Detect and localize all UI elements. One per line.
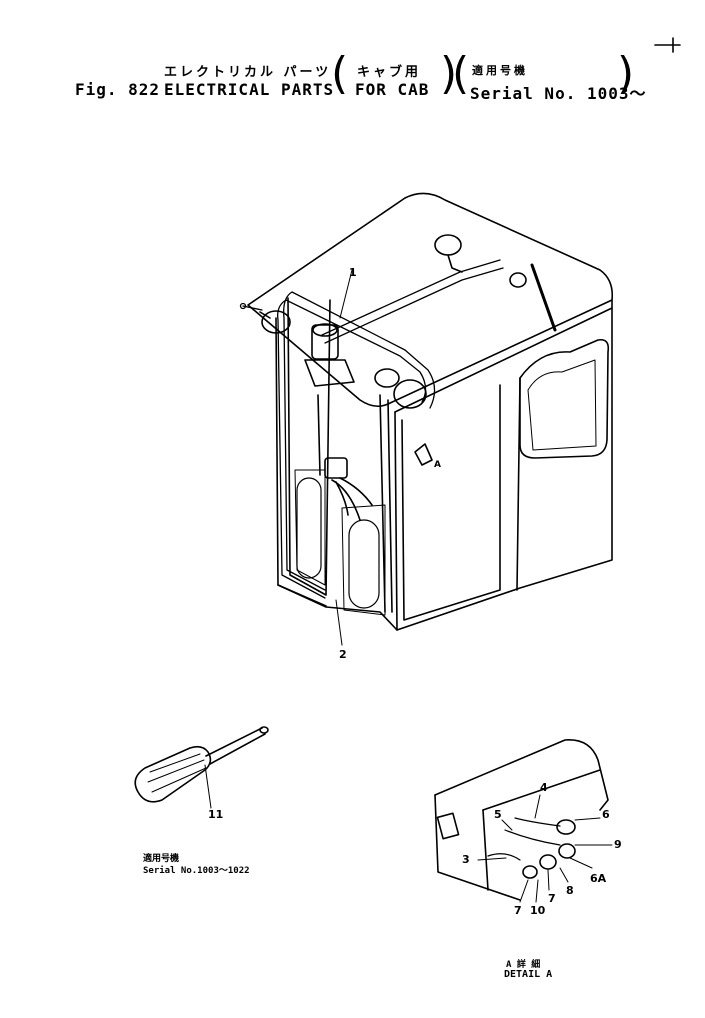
paren-open-cab: ( <box>331 48 349 99</box>
paren-open-serial: ( <box>452 48 470 99</box>
callout-view-a: A <box>434 460 441 470</box>
title-en-main: ELECTRICAL PARTS <box>164 80 335 99</box>
title-en-serial: Serial No. 1003～ <box>470 84 647 103</box>
callout-11: 11 <box>208 808 224 821</box>
fig-number: Fig. 822 <box>75 80 161 99</box>
title-jp-serial: 適用号機 <box>472 64 528 77</box>
callout-7-right: 7 <box>548 892 556 905</box>
title-jp-main: エレクトリカル パーツ <box>164 65 332 80</box>
callout-10: 10 <box>530 904 546 917</box>
title-jp-cab: キャブ用 <box>357 65 422 80</box>
paren-close-cab: ) <box>440 48 458 99</box>
tool-note-serial: Serial No.1003～1022 <box>143 866 250 876</box>
leader-lines-main <box>335 269 353 646</box>
title-en-cab: FOR CAB <box>355 80 430 99</box>
callout-9: 9 <box>614 838 622 851</box>
callout-1: 1 <box>349 266 357 279</box>
corner-mark <box>654 37 681 53</box>
callout-6a: 6A <box>590 872 607 885</box>
cab-components <box>261 234 557 521</box>
cab-body <box>247 192 614 631</box>
tool-note-jp: 適用号機 <box>143 854 180 864</box>
callout-6: 6 <box>602 808 610 821</box>
callout-7-left: 7 <box>514 904 522 917</box>
callout-2: 2 <box>339 648 347 661</box>
detail-caption-jp: A 詳 細 <box>506 960 541 970</box>
detail-a-drawing <box>434 739 613 903</box>
callout-5: 5 <box>494 808 502 821</box>
screwdriver-tool <box>134 726 269 809</box>
detail-caption-en: DETAIL A <box>504 969 553 980</box>
callout-3: 3 <box>462 853 470 866</box>
callout-8: 8 <box>566 884 574 897</box>
title-japanese: エレクトリカル パーツ <box>164 61 331 80</box>
view-arrow-a <box>414 443 433 466</box>
paren-close-serial: ) <box>617 48 635 99</box>
callout-4: 4 <box>540 781 548 794</box>
